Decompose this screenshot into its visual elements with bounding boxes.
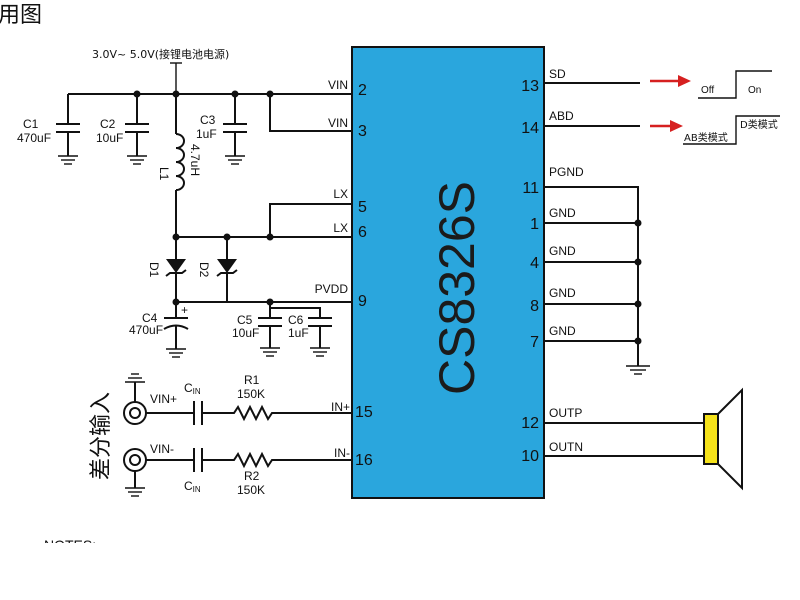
c1-value: 470uF bbox=[17, 131, 51, 145]
abd-d-mode-label: D类模式 bbox=[740, 118, 778, 131]
cin1-label: CIN bbox=[184, 381, 201, 396]
pin-number-16: 16 bbox=[355, 452, 373, 469]
diode-d1: D1 bbox=[147, 237, 187, 302]
pin-number-14: 14 bbox=[521, 120, 539, 137]
control-wiring bbox=[544, 82, 640, 127]
pin-number-4: 4 bbox=[530, 255, 539, 272]
pin-name-outp-12: OUTP bbox=[549, 406, 582, 420]
pin-number-12: 12 bbox=[521, 415, 539, 432]
c4-value: 470uF bbox=[129, 323, 163, 337]
supply-label: 3.0V~ 5.0V(接锂电池电源) bbox=[92, 47, 229, 61]
jack-vin-minus bbox=[123, 448, 147, 497]
pin-name-vin-2: VIN bbox=[328, 78, 348, 92]
capacitor-c1: C1 470uF bbox=[17, 94, 80, 165]
input-group-label: 差分输入 bbox=[89, 392, 114, 480]
ground-bus bbox=[544, 186, 650, 375]
capacitor-c6: C6 1uF bbox=[269, 302, 332, 357]
pin-number-13: 13 bbox=[521, 78, 539, 95]
r2-ref: R2 bbox=[244, 469, 260, 483]
capacitor-c5: C5 10uF bbox=[232, 302, 282, 357]
r1-value: 150K bbox=[237, 387, 265, 401]
inductor-l1: L1 4.7uH bbox=[157, 94, 202, 237]
pin-name-abd-14: ABD bbox=[549, 109, 574, 123]
pin-name-in-minus-16: IN- bbox=[334, 446, 350, 460]
chip-name: CS8326S bbox=[429, 181, 485, 395]
c6-ref: C6 bbox=[288, 313, 304, 327]
supply-wiring: 3.0V~ 5.0V(接锂电池电源) bbox=[68, 47, 352, 132]
c1-ref: C1 bbox=[23, 117, 39, 131]
pin-number-7: 7 bbox=[530, 334, 539, 351]
vin-plus-label: VIN+ bbox=[150, 392, 177, 406]
pin-number-10: 10 bbox=[521, 448, 539, 465]
c2-ref: C2 bbox=[100, 117, 116, 131]
capacitor-c2: C2 10uF bbox=[96, 94, 149, 165]
pin-name-lx-6: LX bbox=[333, 221, 348, 235]
c3-value: 1uF bbox=[196, 127, 217, 141]
abd-ab-mode-label: AB类模式 bbox=[684, 131, 728, 144]
speaker-output bbox=[544, 387, 743, 491]
jack-vin-plus bbox=[123, 373, 147, 425]
pin-number-15: 15 bbox=[355, 404, 373, 421]
c6-value: 1uF bbox=[288, 326, 309, 340]
speaker-coil bbox=[703, 413, 719, 465]
right-pins: SD 13 ABD 14 PGND 11 GND 1 GND 4 GND 8 G… bbox=[521, 67, 584, 465]
pin-name-gnd-8: GND bbox=[549, 286, 576, 300]
pin-name-outn-10: OUTN bbox=[549, 440, 583, 454]
capacitor-c4: + C4 470uF bbox=[129, 302, 189, 358]
pin-number-5: 5 bbox=[358, 199, 367, 216]
pin-name-pvdd-9: PVDD bbox=[315, 282, 349, 296]
c4-ref: C4 bbox=[142, 311, 158, 325]
left-pins: VIN 2 VIN 3 LX 5 LX 6 PVDD 9 IN+ 15 IN- … bbox=[315, 78, 373, 469]
pin-name-gnd-1: GND bbox=[549, 206, 576, 220]
capacitor-c3: C3 1uF bbox=[196, 94, 247, 165]
pin-number-9: 9 bbox=[358, 293, 367, 310]
sd-on-label: On bbox=[748, 85, 761, 96]
pin-name-sd-13: SD bbox=[549, 67, 566, 81]
l1-ref: L1 bbox=[157, 167, 171, 181]
pin-number-6: 6 bbox=[358, 224, 367, 241]
c4-polarity: + bbox=[181, 303, 188, 317]
sd-off-label: Off bbox=[701, 85, 714, 96]
pvdd-wiring bbox=[172, 298, 352, 306]
chip-body bbox=[351, 46, 545, 499]
cin2-label: CIN bbox=[184, 479, 201, 494]
c3-ref: C3 bbox=[200, 113, 216, 127]
pin-number-3: 3 bbox=[358, 123, 367, 140]
pin-number-8: 8 bbox=[530, 298, 539, 315]
footer-cutoff bbox=[0, 543, 800, 600]
l1-value: 4.7uH bbox=[188, 144, 202, 176]
vin-minus-label: VIN- bbox=[150, 442, 174, 456]
abd-control: AB类模式 D类模式 bbox=[650, 115, 780, 145]
diode-d2: D2 bbox=[197, 237, 238, 302]
c5-ref: C5 bbox=[237, 313, 253, 327]
header-fragment: 用图 bbox=[0, 3, 42, 28]
pin-name-in-plus-15: IN+ bbox=[331, 400, 350, 414]
d2-ref: D2 bbox=[197, 262, 211, 278]
pin-number-2: 2 bbox=[358, 82, 367, 99]
c5-value: 10uF bbox=[232, 326, 259, 340]
pin-number-11: 11 bbox=[522, 180, 539, 197]
speaker-cone bbox=[717, 387, 743, 491]
c2-value: 10uF bbox=[96, 131, 123, 145]
d1-ref: D1 bbox=[147, 262, 161, 278]
lx-wiring bbox=[172, 203, 352, 241]
pin-name-vin-3: VIN bbox=[328, 116, 348, 130]
differential-input: 差分输入 VIN+ VIN- CIN bbox=[89, 373, 352, 497]
pin-number-1: 1 bbox=[530, 216, 539, 233]
pin-name-gnd-7: GND bbox=[549, 324, 576, 338]
pin-name-pgnd-11: PGND bbox=[549, 165, 584, 179]
pin-name-lx-5: LX bbox=[333, 187, 348, 201]
r2-value: 150K bbox=[237, 483, 265, 497]
pin-name-gnd-4: GND bbox=[549, 244, 576, 258]
sd-control: Off On bbox=[650, 70, 772, 99]
r1-ref: R1 bbox=[244, 373, 260, 387]
